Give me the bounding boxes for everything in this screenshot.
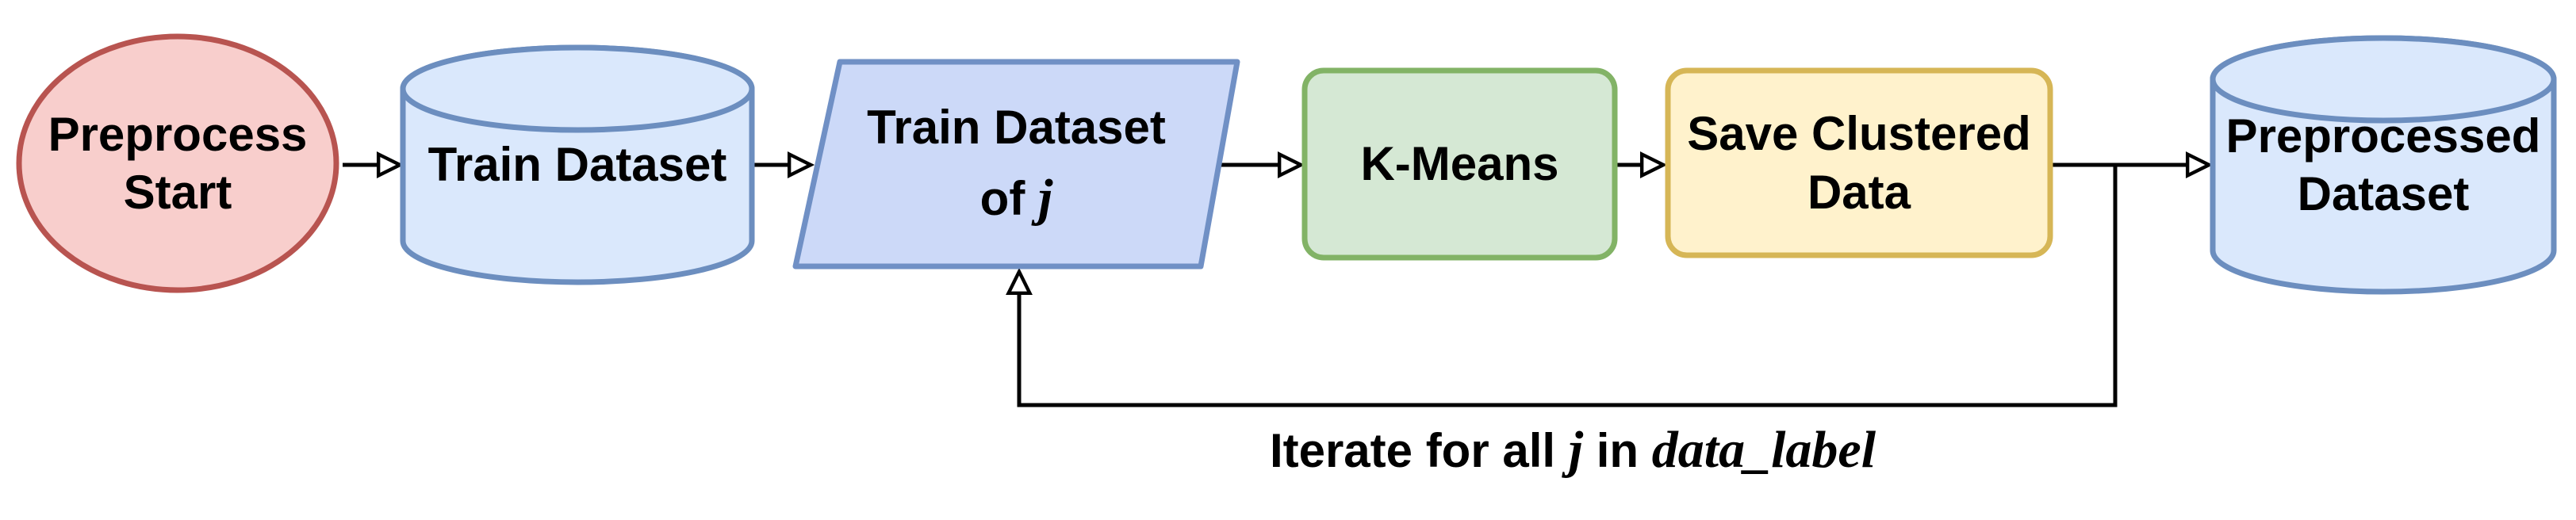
caption-text-2: in	[1583, 424, 1652, 477]
train-dataset-cylinder	[400, 44, 755, 285]
preprocessed-dataset-cylinder	[2210, 35, 2557, 295]
k-means-box	[1301, 67, 1618, 261]
caption-text-1: Iterate for all	[1269, 424, 1569, 477]
loop-back-arrow	[1019, 165, 2118, 407]
cylinder-top-rim	[400, 44, 755, 133]
loop-caption: Iterate for all j in data_label	[978, 420, 2168, 480]
save-clustered-data-box	[1665, 67, 2053, 258]
math-variable-j: j	[1568, 421, 1584, 479]
train-dataset-of-j-parallelogram	[792, 59, 1240, 270]
math-variable-data-label: data_label	[1651, 421, 1876, 479]
preprocess-start-ellipse	[16, 33, 339, 293]
cylinder-top-rim	[2210, 35, 2557, 124]
connectors	[343, 165, 2209, 407]
